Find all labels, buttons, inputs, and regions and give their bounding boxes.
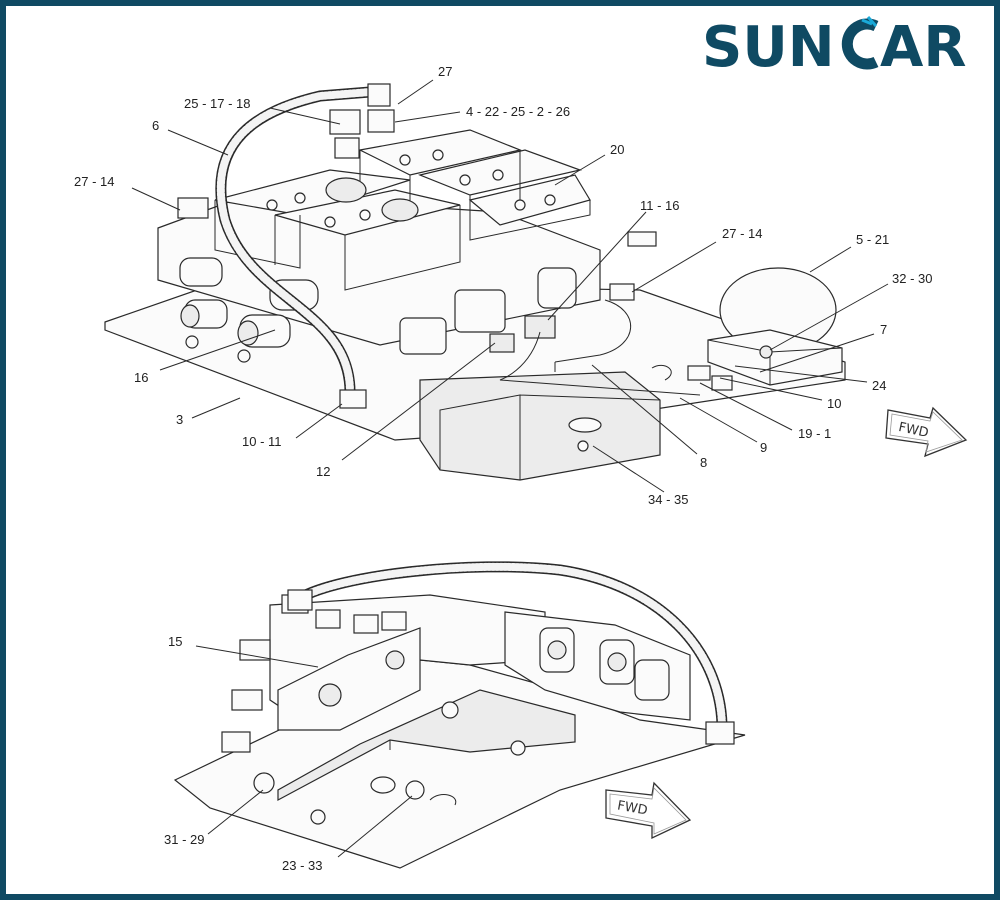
callout-8: 8 <box>700 455 707 470</box>
valve-fittings-right <box>399 231 701 396</box>
callout-11-16: 11 - 16 <box>640 198 680 213</box>
callout-19-1: 19 - 1 <box>798 426 831 441</box>
callout-27-14-right: 27 - 14 <box>722 226 762 241</box>
callout-4-22-25-2-26: 4 - 22 - 25 - 2 - 26 <box>466 104 570 119</box>
bottom-assembly <box>173 561 746 869</box>
callout-24: 24 <box>872 378 886 393</box>
callout-5-21: 5 - 21 <box>856 232 889 247</box>
callout-25-17-18: 25 - 17 - 18 <box>184 96 251 111</box>
callout-9: 9 <box>760 440 767 455</box>
callout-3: 3 <box>176 412 183 427</box>
logo-c-mark <box>841 16 879 70</box>
callout-labels: 27 25 - 17 - 18 4 - 22 - 25 - 2 - 26 6 2… <box>74 64 932 873</box>
top-assembly <box>104 83 846 481</box>
callout-15: 15 <box>168 634 182 649</box>
fwd-label-bottom: FWD <box>616 798 648 818</box>
callout-27: 27 <box>438 64 452 79</box>
mount-bracket <box>419 371 661 481</box>
leader-lines <box>131 79 889 858</box>
fwd-arrow-top: FWD <box>885 406 968 458</box>
callout-10-11: 10 - 11 <box>242 434 282 449</box>
callout-23-33: 23 - 33 <box>282 858 322 873</box>
callout-7: 7 <box>880 322 887 337</box>
logo-text-right: AR <box>880 15 966 80</box>
callout-20: 20 <box>610 142 624 157</box>
suncar-logo: SUN AR <box>702 15 966 80</box>
fwd-label-top: FWD <box>897 420 930 441</box>
callout-16: 16 <box>134 370 148 385</box>
callout-34-35: 34 - 35 <box>648 492 688 507</box>
callout-32-30: 32 - 30 <box>892 271 932 286</box>
callout-27-14-left: 27 - 14 <box>74 174 114 189</box>
logo-text-left: SUN <box>702 15 835 80</box>
fwd-arrow-bottom: FWD <box>605 781 692 840</box>
callout-31-29: 31 - 29 <box>164 832 204 847</box>
callout-10: 10 <box>827 396 841 411</box>
callout-6: 6 <box>152 118 159 133</box>
callout-12: 12 <box>316 464 330 479</box>
